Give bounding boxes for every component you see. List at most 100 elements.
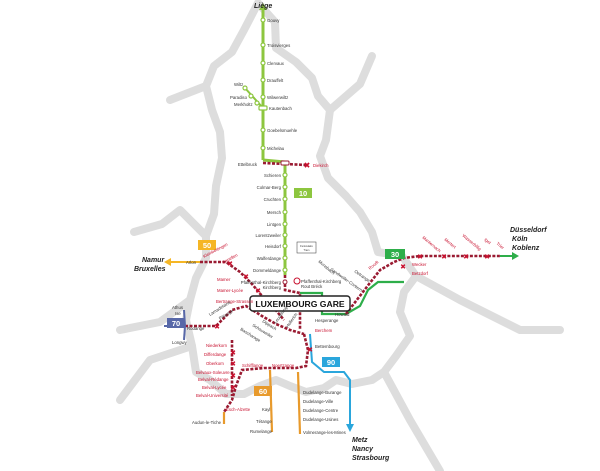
city-strasbourg: Strasbourg [352,455,390,462]
badge-line-90 [322,357,340,367]
centre-loop-track [283,275,302,330]
stop-cruchten [282,196,288,202]
belgium-border-west [116,296,194,334]
station-clervaux: Clervaux [267,61,285,66]
country-borders [116,0,564,471]
stop-pfaffenthal [282,279,288,285]
station-manternach: Manternach [421,235,442,254]
station-gouvy: Gouvy [267,18,280,23]
stop-michelau [260,145,266,151]
stop-drauffelt [260,77,266,83]
station-kayl: Kayl [262,407,270,412]
stop-merkholtz [254,100,260,106]
station-walferdange: Walferdange [257,256,282,261]
stop-walferdange [282,255,288,261]
stop-dommeldange [282,267,288,273]
stop-paradiso [248,93,254,99]
station-belval-redange: Belval-Rédange [198,377,229,382]
station-wecker: Wecker [412,262,427,267]
stop-lintgen [282,221,288,227]
station-belvaux-soleuvre: Belvaux-Soleuvre [196,370,230,375]
badge-line-30 [385,249,405,259]
stop-ettelbruck [280,160,290,166]
station-colmar-berg: Colmar-Berg [257,185,282,190]
arrow-liege-icon [259,3,267,10]
station-audun-le-tiche: Audun-le-Tiche [192,420,222,425]
station-rout-breck: Rout Bréck [301,284,323,289]
station-oberkorn: Oberkorn [206,361,225,366]
station-rodange: Rodange [187,326,205,331]
station-igel: Igel [483,237,492,245]
germany-border [326,52,376,114]
luxembourg-gare-box [249,295,351,312]
station-trier: Trier [495,241,505,251]
city-namur: Namur [142,257,165,264]
badge-line-70 [167,318,185,328]
stop-goebelsmuehle [260,127,266,133]
station-niederkorn: Niederkorn [206,343,228,348]
rail-interchange-icon [293,277,301,285]
closed-icon: ✖ [441,254,447,261]
luxembourg-centre: 10 LUXEMBOURG GARE Funiculaire Tram [249,188,351,330]
badge-line-90-label: 90 [327,358,335,367]
city-nancy: Nancy [352,446,374,453]
arrow-dusseldorf-icon [512,252,519,260]
station-troisvierges: Troisvierges [267,43,290,48]
closed-icon: ✖ [484,254,490,261]
station-diekirch: Diekirch [313,163,329,168]
line-60: 60 [222,333,310,433]
closed-icon: ✖ [400,264,406,271]
station-hollerich: Hollerich [285,312,299,329]
line-90-track [309,333,351,424]
closed-icon: ✖ [230,361,236,368]
station-howald: Howald [335,312,350,317]
closed-icon: ✖ [307,347,313,354]
closed-icon: ✖ [227,261,233,268]
closed-icon: ✖ [214,324,220,331]
line-90: 90 [296,333,354,435]
station-michelau: Michelau [267,146,285,151]
station-kirchberg: Kirchberg [263,285,282,290]
station-cruchten: Cruchten [264,197,282,202]
badge-line-50 [198,240,216,250]
stop-colmar-berg [282,184,288,190]
stop-lorentzweiler [282,232,288,238]
stop-gouvy [260,17,266,23]
station-wilwerwiltz: Wilwerwiltz [267,95,288,100]
station-drauffelt: Drauffelt [267,78,284,83]
station-kautenbach: Kautenbach [269,106,293,111]
funicular-label-2: Tram [304,248,310,252]
station-rumelange: Rumelange [250,429,273,434]
closed-icon: ✖ [230,350,236,357]
funicular-label: Funiculaire [300,244,313,248]
arrow-namur-icon [164,258,171,266]
station-esch-alzette: Esch-Alzette [226,407,251,412]
stop-kautenbach [258,105,268,111]
station-bertrange: Bertrange-Strassen [216,299,254,304]
closed-icon: ✖ [463,254,469,261]
station-mersch: Mersch [267,210,282,215]
line-90-dudelange-track [296,371,302,435]
badge-line-60 [254,386,272,396]
closed-station-markers: ✖ ✖ ✖ ✖ ✖ ✖ ✖ ✖ ✖ ✖ ✖ ✖ ✖ ✖ [214,254,490,392]
stop-clervaux [260,60,266,66]
belgium-border [130,206,210,240]
city-destinations: Liège Namur Bruxelles Düsseldorf Köln Ko… [134,3,547,462]
station-schieren: Schieren [264,173,282,178]
stop-heisdorf [282,243,288,249]
station-noertzange: Noertzange [272,363,295,368]
diekirch-track [262,161,308,167]
station-hesperange: Hesperange [315,318,339,323]
closed-icon: ✖ [230,385,236,392]
stop-wilwerwiltz [260,94,266,100]
france-border-south [380,368,444,471]
diekirch-branch: ✖ [262,160,311,170]
station-paradiso: Paradiso [230,95,248,100]
arrow-metz-icon [346,424,354,432]
station-athus: Athus [172,305,183,310]
station-arlon: Arlon [186,260,197,265]
stop-troisvierges [260,42,266,48]
station-berchem: Berchem [315,328,333,333]
station-dudelange-usines: Dudelange-Usines [303,417,338,422]
